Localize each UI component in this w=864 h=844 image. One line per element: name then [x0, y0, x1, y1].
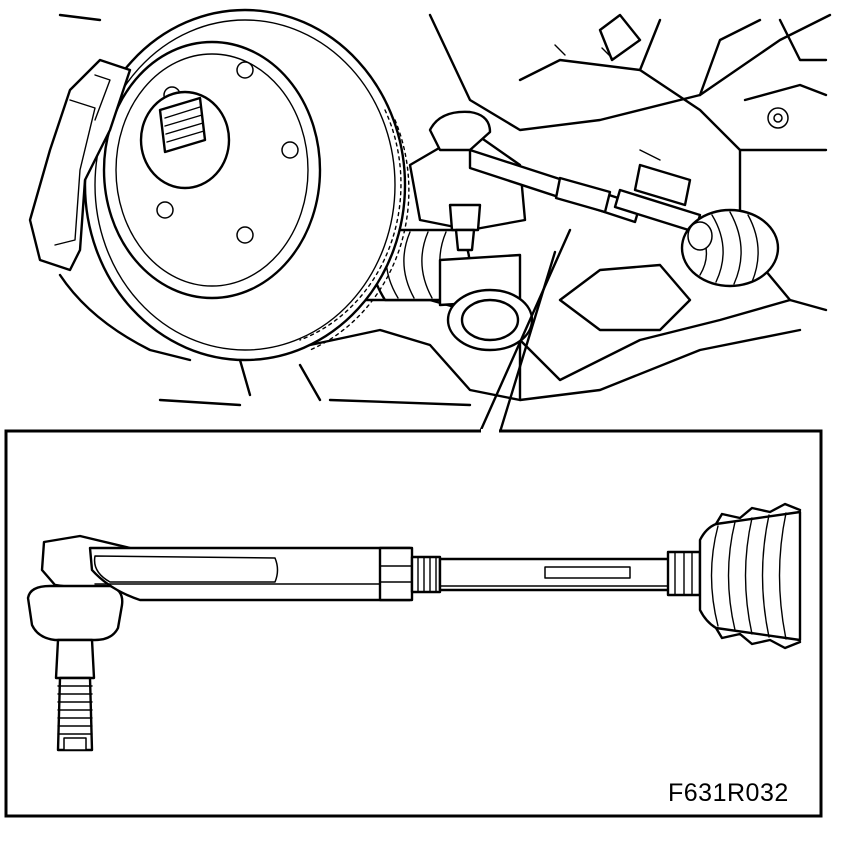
tie-rod-installed — [468, 148, 702, 234]
drive-shaft-boot — [369, 228, 534, 352]
rack-bellows-boot — [698, 502, 802, 650]
detail-frame — [4, 429, 823, 818]
figure-id-label: F631R032 — [668, 779, 789, 807]
wheel-hub — [102, 40, 322, 300]
inner-ball-joint — [666, 550, 702, 597]
brake-caliper — [28, 58, 192, 362]
lock-nut — [410, 555, 442, 594]
tie-rod-assembly-detail — [26, 502, 802, 752]
steering-rack-boot — [633, 163, 780, 288]
stud-threads — [57, 685, 93, 735]
inner-tie-rod-shaft — [438, 557, 672, 592]
tie-rod-sleeve — [88, 546, 414, 602]
lower-control-arm — [158, 263, 802, 407]
steering-knuckle — [408, 110, 527, 252]
suspension-scene — [28, 8, 832, 434]
detail-pointer — [478, 228, 572, 434]
